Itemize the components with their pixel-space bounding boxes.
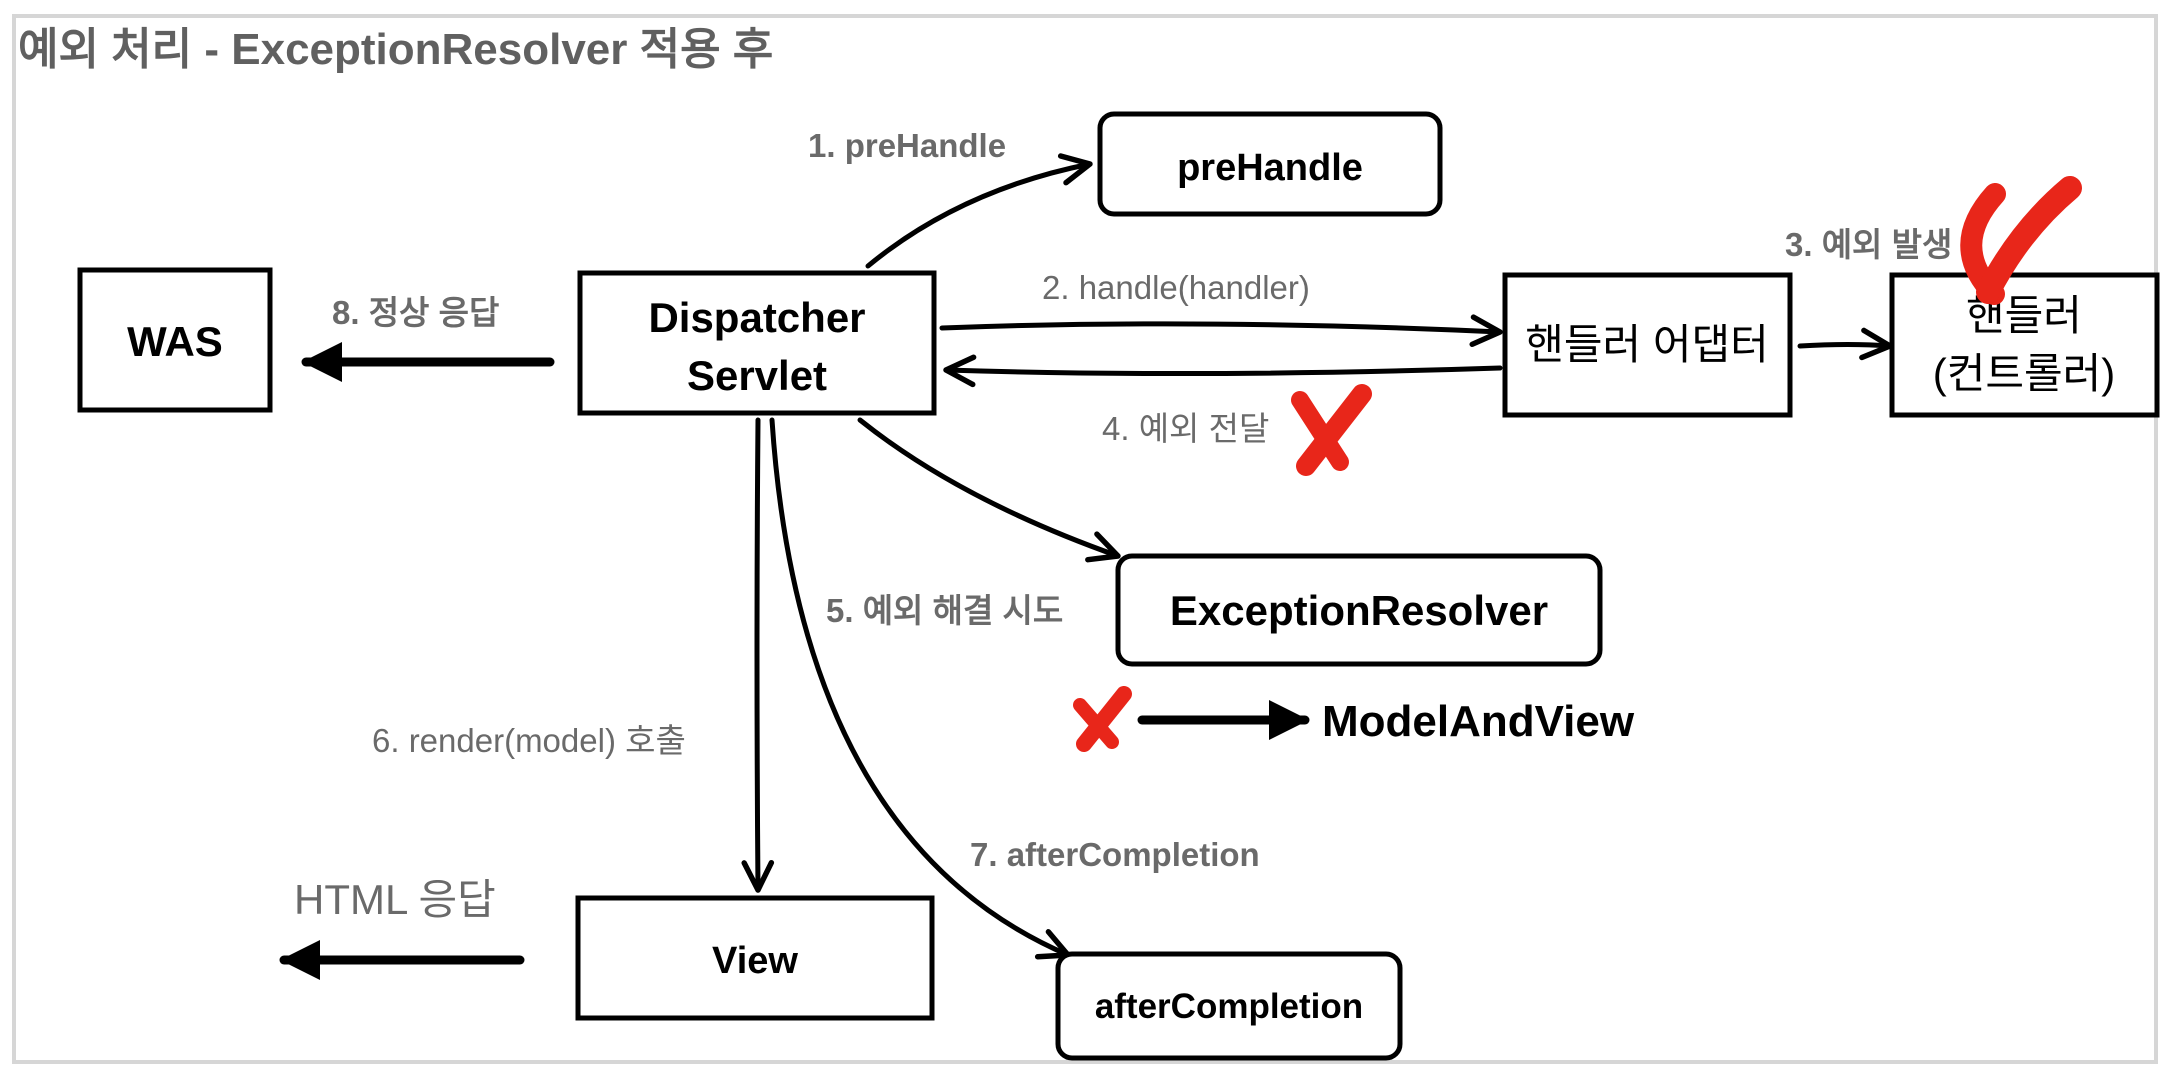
handler-controller-box: 핸들러 (컨트롤러) bbox=[1889, 272, 2160, 418]
was-box: WAS bbox=[77, 267, 273, 413]
prehandle-label: preHandle bbox=[1177, 147, 1363, 189]
arrow-adapter-to-handler bbox=[1797, 327, 1893, 361]
exception-resolver-label: ExceptionResolver bbox=[1170, 587, 1548, 634]
arrow-exception-resolver bbox=[857, 417, 1121, 563]
exception-x-mark-icon bbox=[1960, 176, 2082, 305]
arrow-prehandle bbox=[865, 153, 1093, 269]
after-completion-box: afterCompletion bbox=[1055, 951, 1403, 1061]
step3-label: 3. 예외 발생 bbox=[1785, 226, 1952, 263]
outer-frame bbox=[12, 14, 2158, 1064]
step5-label: 5. 예외 해결 시도 bbox=[826, 592, 1063, 629]
model-and-view-x-mark-icon bbox=[1073, 686, 1132, 752]
after-completion-label: afterCompletion bbox=[1095, 987, 1363, 1026]
step7-label: 7. afterCompletion bbox=[970, 836, 1260, 873]
dispatcher-label-line2: Servlet bbox=[687, 352, 827, 399]
diagram-title: 예외 처리 - ExceptionResolver 적용 후 bbox=[18, 25, 773, 74]
exception-forward-x-mark-icon bbox=[1291, 384, 1372, 476]
prehandle-box: preHandle bbox=[1097, 111, 1443, 217]
arrow-render bbox=[741, 417, 775, 893]
step6-label: 6. render(model) 호출 bbox=[372, 722, 686, 759]
dispatcher-servlet-box: Dispatcher Servlet bbox=[577, 270, 937, 416]
view-box: View bbox=[575, 895, 935, 1021]
handler-adapter-label: 핸들러 어댑터 bbox=[1525, 321, 1769, 368]
arrow-handle bbox=[939, 314, 1503, 348]
view-label: View bbox=[712, 940, 798, 982]
step8-label: 8. 정상 응답 bbox=[332, 294, 499, 331]
arrow-exception-return bbox=[943, 354, 1503, 388]
arrow-after-completion bbox=[769, 417, 1071, 960]
html-response-label: HTML 응답 bbox=[294, 876, 496, 923]
handler-adapter-box: 핸들러 어댑터 bbox=[1502, 272, 1793, 418]
was-label: WAS bbox=[127, 318, 223, 365]
exception-resolver-box: ExceptionResolver bbox=[1115, 553, 1603, 667]
dispatcher-label-line1: Dispatcher bbox=[648, 294, 865, 341]
step2-label: 2. handle(handler) bbox=[1042, 269, 1310, 306]
step1-label: 1. preHandle bbox=[808, 127, 1006, 164]
step4-label: 4. 예외 전달 bbox=[1102, 410, 1269, 447]
handler-label-line2: (컨트롤러) bbox=[1933, 350, 2116, 397]
model-and-view-label: ModelAndView bbox=[1322, 697, 1635, 746]
